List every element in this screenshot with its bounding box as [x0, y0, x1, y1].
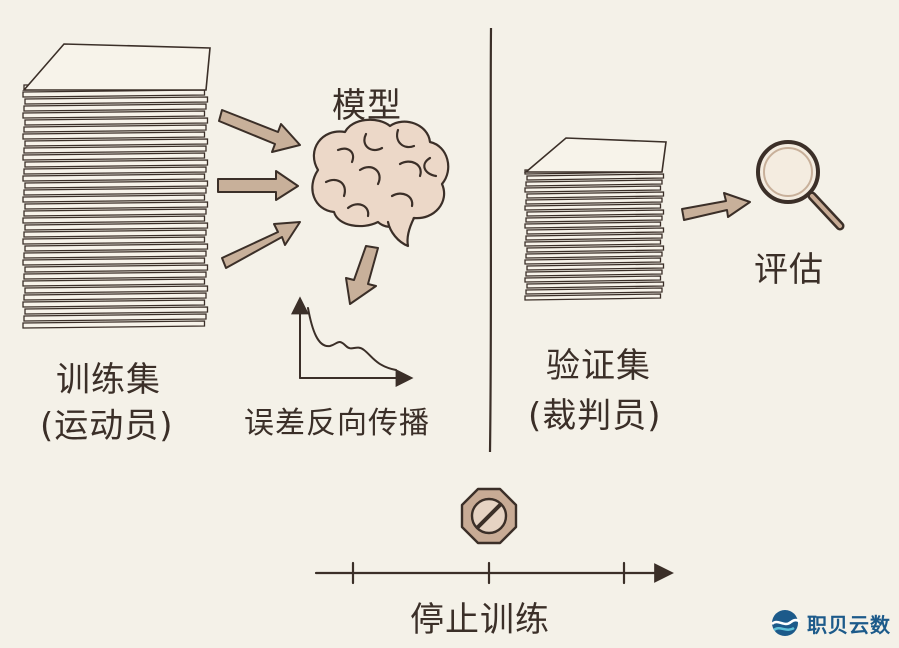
paper-sheet-edge [24, 306, 209, 315]
paper-sheet-edge [23, 271, 207, 280]
paper-sheet-edge [24, 96, 209, 105]
paper-sheet-edge [525, 197, 663, 205]
paper-sheet-edge [526, 173, 665, 181]
evaluate-label: 评估 [754, 250, 824, 290]
paper-sheet-edge [524, 221, 662, 229]
paper-sheet-edge [524, 203, 662, 211]
paper-sheet-edge [525, 179, 663, 187]
paper-sheet-edge [23, 103, 207, 112]
paper-sheet-edge [23, 124, 207, 133]
paper-sheet-edge [24, 201, 209, 210]
paper-sheet-edge [22, 278, 206, 287]
paper-sheet-edge [526, 263, 665, 271]
paper-sheet-edge [526, 281, 665, 289]
paper-sheet-edge [24, 180, 209, 189]
paper-sheet-edge [24, 138, 209, 147]
paper-sheet-edge [23, 250, 207, 259]
stop-training-label: 停止训练 [410, 600, 550, 640]
validation-set-paper-stack [523, 137, 667, 301]
paper-sheet-edge [22, 299, 206, 308]
paper-sheet-edge [22, 89, 206, 98]
paper-sheet-edge [22, 152, 206, 161]
paper-sheet-edge [525, 269, 663, 277]
brand-logo-text: 职贝云数 [807, 612, 891, 637]
magnifier-icon [756, 140, 845, 231]
validation-set-subtitle: (裁判员) [528, 396, 662, 436]
paper-sheet-edge [23, 166, 207, 175]
paper-sheet-edge [524, 293, 662, 301]
paper-sheet-edge [525, 215, 663, 223]
arrow-top [218, 109, 301, 153]
paper-sheet-edge [24, 243, 209, 252]
training-set-title: 训练集 [56, 360, 161, 400]
paper-sheet-edge [24, 285, 209, 294]
paper-sheet-edge [22, 173, 206, 182]
paper-sheet-edge [524, 257, 662, 265]
timeline [314, 561, 674, 585]
paper-sheet-edge [22, 131, 206, 140]
arrow-bottom [221, 221, 301, 269]
paper-sheet-edge [526, 227, 665, 235]
stop-sign-icon [460, 487, 518, 545]
paper-sheet-edge [525, 233, 663, 241]
paper-sheet-edge [24, 117, 209, 126]
paper-sheet-edge [23, 313, 207, 322]
evaluate-arrow [681, 192, 751, 221]
paper-sheet-edge [23, 229, 207, 238]
paper-sheet-edge [526, 191, 665, 199]
paper-sheet-edge [23, 208, 207, 217]
brand-logo: 职贝云数 [769, 608, 891, 638]
paper-sheet-edge [22, 194, 206, 203]
paper-sheet-edge [24, 159, 209, 168]
paper-sheet-top [523, 137, 667, 173]
paper-sheet-edge [24, 264, 209, 273]
arrow-middle [217, 170, 299, 201]
error-curve-plot [291, 296, 414, 387]
validation-set-title: 验证集 [546, 346, 651, 386]
paper-sheet-edge [24, 222, 209, 231]
input-arrows [217, 109, 301, 269]
paper-sheet-edge [22, 320, 206, 329]
training-set-subtitle: (运动员) [40, 406, 174, 446]
brand-wave-icon [771, 610, 801, 636]
paper-sheet-edge [22, 236, 206, 245]
backprop-label: 误差反向传播 [244, 406, 430, 441]
backprop-arrow [345, 245, 379, 305]
model-title: 模型 [332, 86, 402, 126]
paper-sheet-edge [525, 251, 663, 259]
loss-curve [307, 307, 397, 371]
paper-sheet-edge [526, 245, 665, 253]
paper-sheet-edge [23, 145, 207, 154]
paper-sheet-top [22, 43, 211, 91]
paper-sheet-edge [22, 110, 206, 119]
paper-sheet-edge [525, 287, 663, 295]
paper-sheet-edge [524, 239, 662, 247]
training-set-paper-stack [22, 43, 211, 329]
paper-sheet-edge [22, 215, 206, 224]
paper-sheet-edge [526, 209, 665, 217]
paper-sheet-edge [23, 292, 207, 301]
paper-sheet-edge [524, 275, 662, 283]
brain-icon [311, 118, 450, 248]
paper-sheet-edge [22, 257, 206, 266]
paper-sheet-edge [23, 187, 207, 196]
paper-sheet-edge [524, 185, 662, 193]
divider-line [488, 27, 493, 453]
